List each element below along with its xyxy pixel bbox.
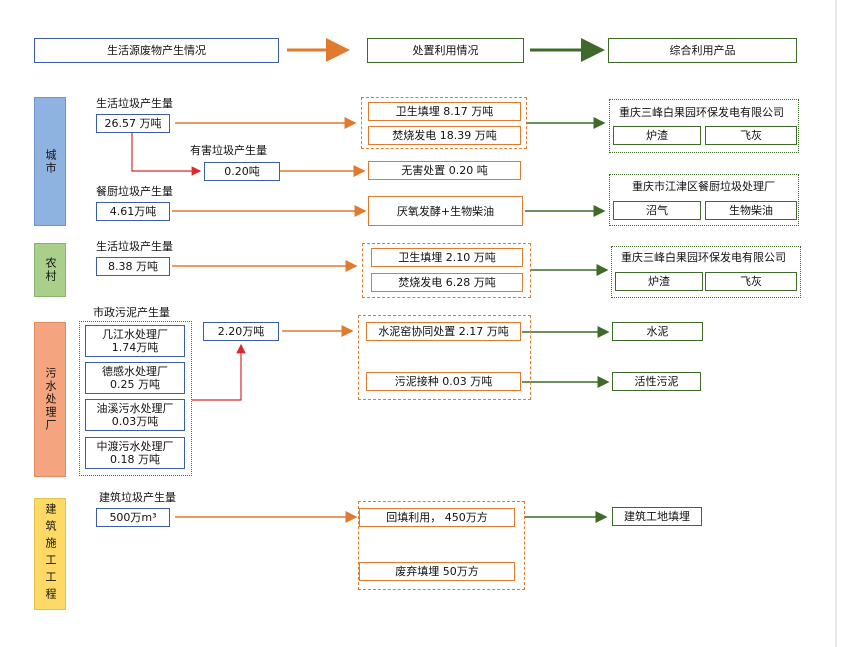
rural-plant-group [611, 246, 801, 298]
sewage-plant-3-name: 油溪污水处理厂 [96, 402, 174, 415]
header-source-box: 生活源废物产生情况 [34, 38, 279, 63]
rural-prod-a-box: 炉渣 [615, 272, 703, 291]
sewage-plant-3-value: 0.03万吨 [111, 415, 159, 428]
rural-prod-b-box: 飞灰 [705, 272, 797, 291]
construction-prod-site-box: 建筑工地填埋 [612, 507, 702, 526]
sewage-disposal-group [358, 315, 531, 400]
category-construction-label: 建筑施工工程 [44, 503, 57, 605]
sewage-prod-sludge-box: 活性污泥 [612, 372, 701, 391]
sewage-inoculation-box: 污泥接种 0.03 万吨 [366, 372, 521, 391]
sewage-total-box: 2.20万吨 [203, 322, 279, 341]
category-city-label: 城市 [44, 148, 57, 175]
city-plant1-prod-b-box: 飞灰 [705, 126, 797, 145]
sewage-prod-cement-box: 水泥 [612, 322, 703, 341]
sewage-plant-2-value: 0.25 万吨 [110, 378, 160, 391]
header-source-label: 生活源废物产生情况 [107, 44, 206, 57]
sewage-prod-cement: 水泥 [646, 325, 669, 338]
category-rural-label: 农村 [44, 257, 57, 283]
city-hazardous-value: 0.20吨 [224, 165, 260, 178]
city-anaerobic-box: 厌氧发酵+生物柴油 [368, 196, 523, 226]
sewage-inoculation: 污泥接种 0.03 万吨 [394, 375, 493, 388]
city-hazardous-value-box: 0.20吨 [204, 162, 280, 181]
sewage-plants-group [79, 321, 192, 476]
city-incineration-box: 焚烧发电 18.39 万吨 [368, 126, 521, 145]
city-anaerobic: 厌氧发酵+生物柴油 [396, 204, 495, 218]
rural-household-value-box: 8.38 万吨 [96, 257, 170, 276]
sewage-plant-1-name: 几江水处理厂 [102, 328, 168, 341]
city-kitchen-title: 餐厨垃圾产生量 [96, 185, 173, 198]
construction-title: 建筑垃圾产生量 [99, 491, 176, 504]
rural-plant-name: 重庆三峰白果园环保发电有限公司 [621, 251, 786, 264]
city-incineration: 焚烧发电 18.39 万吨 [392, 129, 497, 142]
city-harmless: 无害处置 0.20 吨 [401, 164, 488, 177]
sewage-plant-4-value: 0.18 万吨 [110, 453, 160, 466]
construction-prod-site: 建筑工地填埋 [624, 510, 690, 523]
sewage-plant-2-name: 德感水处理厂 [102, 365, 168, 378]
construction-backfill-box: 回填利用， 450万方 [359, 508, 515, 527]
city-landfill-box: 卫生填埋 8.17 万吨 [368, 102, 521, 121]
sewage-plant-1-value: 1.74万吨 [111, 341, 159, 354]
rural-disposal-group [362, 243, 531, 298]
category-sewage-label: 污水处理厂 [44, 367, 57, 432]
rural-landfill-box: 卫生填埋 2.10 万吨 [371, 248, 523, 267]
construction-disposal-group [358, 501, 525, 590]
city-hazardous-title: 有害垃圾产生量 [190, 144, 267, 157]
header-disposal-box: 处置利用情况 [367, 38, 524, 63]
sewage-plant-4-name: 中渡污水处理厂 [96, 440, 174, 453]
rural-incineration: 焚烧发电 6.28 万吨 [398, 276, 496, 289]
construction-landfill-box: 废弃填埋 50万方 [359, 562, 515, 581]
sewage-cement-kiln-box: 水泥窑协同处置 2.17 万吨 [366, 322, 521, 341]
header-disposal-label: 处置利用情况 [412, 44, 479, 57]
city-plant2-prod-b: 生物柴油 [729, 204, 773, 217]
sewage-sludge-title: 市政污泥产生量 [93, 306, 170, 319]
city-disposal-group [361, 97, 527, 149]
construction-value: 500万m³ [109, 511, 157, 524]
city-plant1-prod-a-box: 炉渣 [613, 126, 701, 145]
city-harmless-box: 无害处置 0.20 吨 [368, 161, 521, 180]
city-plant1-name: 重庆三峰白果园环保发电有限公司 [619, 106, 784, 119]
construction-value-box: 500万m³ [96, 508, 170, 527]
city-plant2-group [609, 174, 799, 226]
category-construction: 建筑施工工程 [34, 498, 66, 610]
city-kitchen-value-box: 4.61万吨 [96, 202, 170, 221]
header-product-box: 综合利用产品 [608, 38, 797, 63]
category-rural: 农村 [34, 243, 66, 297]
rural-household-value: 8.38 万吨 [108, 260, 158, 273]
sewage-total: 2.20万吨 [217, 325, 265, 338]
rural-prod-a: 炉渣 [648, 275, 670, 288]
city-plant1-prod-b: 飞灰 [740, 129, 762, 142]
city-plant1-prod-a: 炉渣 [646, 129, 668, 142]
category-sewage: 污水处理厂 [34, 322, 66, 477]
rural-prod-b: 飞灰 [740, 275, 762, 288]
rural-incineration-box: 焚烧发电 6.28 万吨 [371, 273, 523, 292]
city-household-value-box: 26.57 万吨 [96, 114, 170, 133]
sewage-prod-sludge: 活性污泥 [634, 375, 679, 388]
construction-backfill: 回填利用， 450万方 [386, 511, 488, 524]
construction-landfill: 废弃填埋 50万方 [395, 565, 479, 578]
city-plant2-name: 重庆市江津区餐厨垃圾处理厂 [632, 180, 775, 193]
city-household-title: 生活垃圾产生量 [96, 97, 173, 110]
city-plant1-group [609, 99, 799, 153]
rural-landfill: 卫生填埋 2.10 万吨 [398, 251, 496, 264]
city-household-value: 26.57 万吨 [104, 117, 162, 130]
city-plant2-prod-a: 沼气 [646, 204, 668, 217]
category-city: 城市 [34, 97, 66, 226]
city-kitchen-value: 4.61万吨 [109, 205, 157, 218]
sewage-cement-kiln: 水泥窑协同处置 2.17 万吨 [378, 325, 509, 338]
rural-household-title: 生活垃圾产生量 [96, 240, 173, 253]
city-plant2-prod-b-box: 生物柴油 [705, 201, 797, 220]
city-landfill: 卫生填埋 8.17 万吨 [395, 105, 494, 118]
header-product-label: 综合利用产品 [669, 44, 736, 57]
city-plant2-prod-a-box: 沼气 [613, 201, 701, 220]
